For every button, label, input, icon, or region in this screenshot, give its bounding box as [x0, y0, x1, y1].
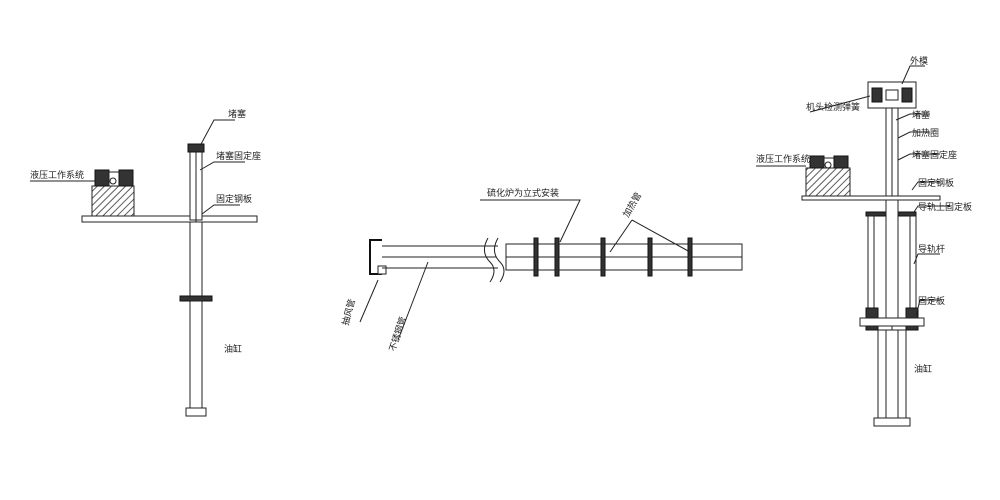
left-label-plug-clamp: 堵塞固定座 [216, 150, 261, 162]
right-assembly: 外模 机头检测弹簧 液压工作系统 堵塞 加热圈 堵塞固定座 固定钢板 导轨上固定… [756, 55, 972, 427]
middle-assembly: 硫化炉为立式安装 加热管 抽风管 不锈钢管 [339, 187, 743, 353]
right-label-plug: 堵塞 [912, 109, 930, 121]
right-label-oil-cylinder: 油缸 [914, 363, 932, 375]
right-oil-cylinder [877, 329, 907, 419]
right-label-fixing-plate: 固定板 [918, 295, 945, 307]
left-oil-cylinder [189, 300, 203, 409]
right-label-guide-rod: 导轨杆 [918, 243, 945, 255]
right-label-outer-mold: 外模 [910, 55, 928, 67]
right-label-mold-spring: 机头检测弹簧 [806, 101, 860, 113]
left-label-hydraulic: 液压工作系统 [30, 169, 84, 181]
left-label-fixing-plate: 固定钢板 [216, 193, 252, 205]
right-fixing-plate-lower [859, 317, 925, 327]
right-label-hydraulic: 液压工作系统 [756, 153, 810, 165]
left-assembly: 堵塞 堵塞固定座 固定钢板 液压工作系统 油缸 [30, 108, 261, 417]
middle-label-heating-tube: 加热管 [620, 190, 644, 219]
right-hydraulic-block [805, 155, 851, 197]
left-flange [179, 295, 213, 302]
middle-label-furnace: 硫化炉为立式安装 [487, 187, 559, 199]
middle-label-stainless: 不锈钢管 [386, 315, 409, 353]
left-plug-cap [187, 143, 205, 153]
left-cylinder-foot [185, 407, 207, 417]
right-label-heating-ring: 加热圈 [912, 127, 939, 139]
right-label-guide-upper: 导轨上固定板 [918, 201, 972, 213]
heating-rings [533, 237, 693, 277]
right-fixing-plate [801, 195, 941, 201]
right-label-fixing-steel: 固定钢板 [918, 177, 954, 189]
left-hydraulic-block [91, 169, 135, 217]
left-label-oil-cylinder: 油缸 [224, 343, 242, 355]
right-label-plug-seat: 堵塞固定座 [912, 149, 957, 161]
left-fixing-plate [81, 215, 258, 223]
left-label-plug: 堵塞 [228, 108, 246, 120]
middle-label-inlet: 抽风管 [339, 298, 358, 327]
